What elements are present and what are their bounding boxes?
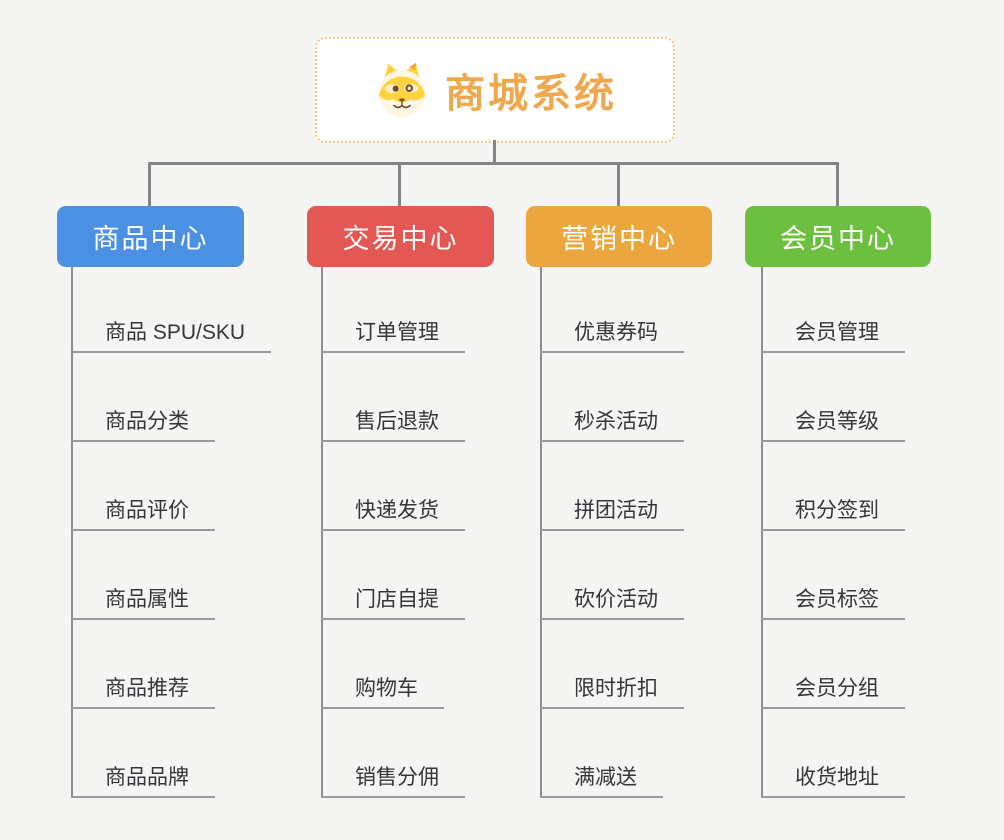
leaf-node[interactable]: 快递发货 <box>321 491 465 531</box>
leaf-node[interactable]: 购物车 <box>321 669 444 709</box>
leaf-node[interactable]: 商品属性 <box>71 580 215 620</box>
leaf-node[interactable]: 售后退款 <box>321 402 465 442</box>
leaf-node[interactable]: 门店自提 <box>321 580 465 620</box>
leaf-node[interactable]: 优惠券码 <box>540 313 684 353</box>
leaf-node[interactable]: 积分签到 <box>761 491 905 531</box>
leaf-node[interactable]: 秒杀活动 <box>540 402 684 442</box>
leaf-node[interactable]: 满减送 <box>540 758 663 798</box>
connector-rail <box>148 162 839 165</box>
dog-icon <box>378 62 426 118</box>
root-node[interactable]: 商城系统 <box>315 37 675 143</box>
connector-drop-member-center <box>836 162 839 207</box>
leaf-node[interactable]: 商品品牌 <box>71 758 215 798</box>
leaf-node[interactable]: 商品 SPU/SKU <box>71 313 272 353</box>
leaf-node[interactable]: 拼团活动 <box>540 491 684 531</box>
branch-node-product-center[interactable]: 商品中心 <box>57 206 244 267</box>
connector-drop-trade-center <box>398 162 401 207</box>
leaf-node[interactable]: 会员管理 <box>761 313 905 353</box>
leaf-node[interactable]: 会员分组 <box>761 669 905 709</box>
leaf-node[interactable]: 限时折扣 <box>540 669 684 709</box>
branch-node-member-center[interactable]: 会员中心 <box>745 206 931 267</box>
connector-drop-marketing-center <box>617 162 620 207</box>
leaf-node[interactable]: 会员等级 <box>761 402 905 442</box>
branch-node-trade-center[interactable]: 交易中心 <box>307 206 494 267</box>
leaf-node[interactable]: 商品推荐 <box>71 669 215 709</box>
connector-drop-product-center <box>148 162 151 207</box>
leaf-node[interactable]: 收货地址 <box>761 758 905 798</box>
leaf-node[interactable]: 砍价活动 <box>540 580 684 620</box>
root-title-label: 商城系统 <box>445 72 617 116</box>
connector-root-stub <box>493 140 496 164</box>
branch-node-marketing-center[interactable]: 营销中心 <box>526 206 712 267</box>
leaf-node[interactable]: 销售分佣 <box>321 758 465 798</box>
leaf-node[interactable]: 订单管理 <box>321 313 465 353</box>
branch-spine-trade-center <box>321 267 323 798</box>
branch-spine-member-center <box>761 267 763 798</box>
leaf-node[interactable]: 商品分类 <box>71 402 215 442</box>
leaf-node[interactable]: 会员标签 <box>761 580 905 620</box>
branch-spine-marketing-center <box>540 267 542 798</box>
leaf-node[interactable]: 商品评价 <box>71 491 215 531</box>
branch-spine-product-center <box>71 267 73 798</box>
